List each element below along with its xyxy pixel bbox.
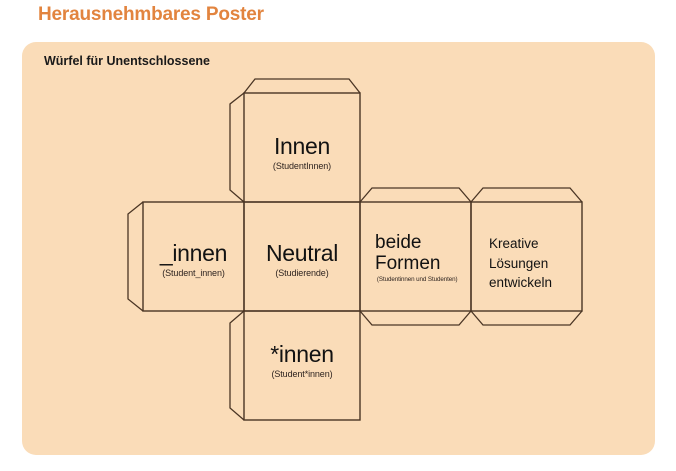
- glue-tab-beide-bottom: [359, 310, 472, 326]
- glue-tab-left: [127, 201, 144, 312]
- glue-tab-kreative-bottom: [470, 310, 583, 326]
- glue-tab-top: [243, 78, 361, 94]
- card-heading: Würfel für Unentschlossene: [44, 54, 210, 68]
- glue-tab-top-left: [229, 92, 245, 203]
- face-center-neutral: [243, 201, 361, 312]
- cube-net-diagram: [127, 78, 583, 421]
- poster-card: Würfel für Unentschlossene Innen (Studen…: [22, 42, 655, 455]
- face-bottom-innen-star: [243, 310, 361, 421]
- page-title: Herausnehmbares Poster: [38, 4, 264, 25]
- face-left-innen-underscore: [142, 201, 245, 312]
- glue-tab-beide-top: [359, 187, 472, 203]
- glue-tab-kreative-top: [470, 187, 583, 203]
- glue-tab-bottom-left: [229, 310, 245, 421]
- face-far-right-kreative: [470, 201, 583, 312]
- face-right-beide-formen: [359, 201, 472, 312]
- face-top-innen: [243, 92, 361, 203]
